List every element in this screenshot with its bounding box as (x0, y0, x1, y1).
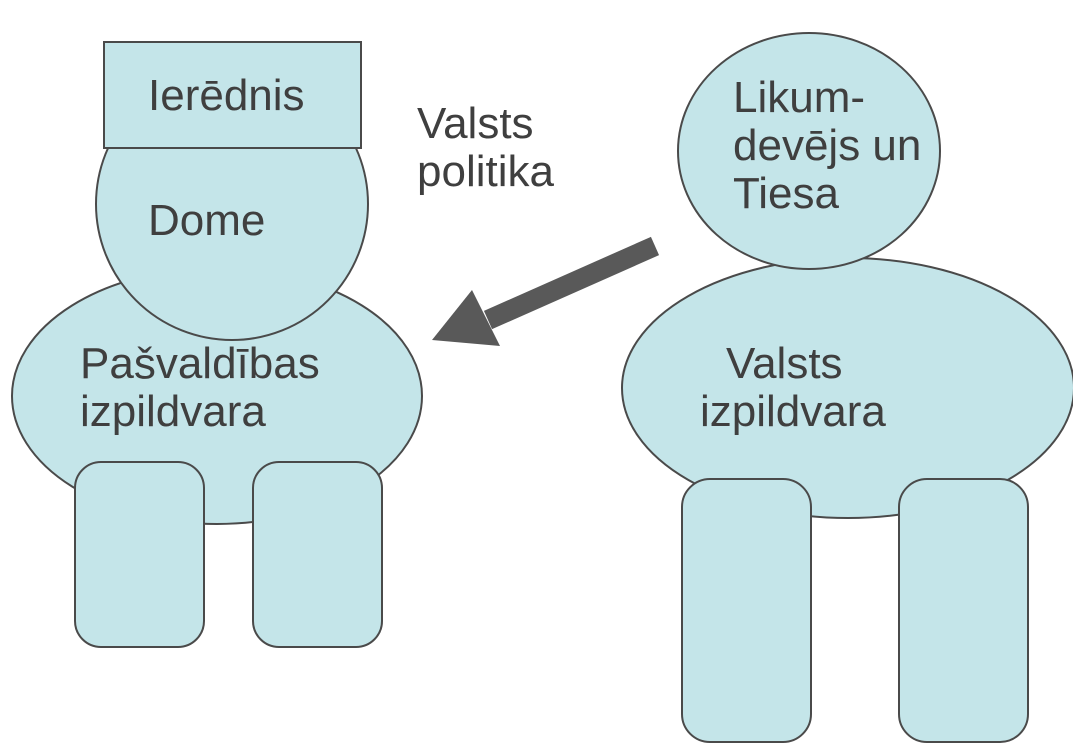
right-figure-leg-left (681, 478, 812, 743)
right-figure-head (677, 32, 941, 270)
head-label: Dome (148, 196, 266, 245)
left-figure (11, 41, 423, 648)
policy-arrow-head (432, 290, 500, 346)
arrow-label: Valsts politika (417, 99, 554, 196)
right-head-label: Likum- devējs un Tiesa (733, 73, 922, 218)
right-body-label: Valsts izpildvara (700, 339, 886, 436)
left-figure-leg-right (252, 461, 383, 648)
left-body-label: Pašvaldības izpildvara (80, 339, 320, 436)
right-figure-leg-right (898, 478, 1029, 743)
left-figure-hat (103, 41, 362, 149)
right-figure (621, 32, 1073, 743)
policy-arrow-shaft (483, 236, 660, 330)
policy-arrow (432, 236, 660, 346)
left-figure-leg-left (74, 461, 205, 648)
hat-label: Ierēdnis (148, 71, 305, 120)
